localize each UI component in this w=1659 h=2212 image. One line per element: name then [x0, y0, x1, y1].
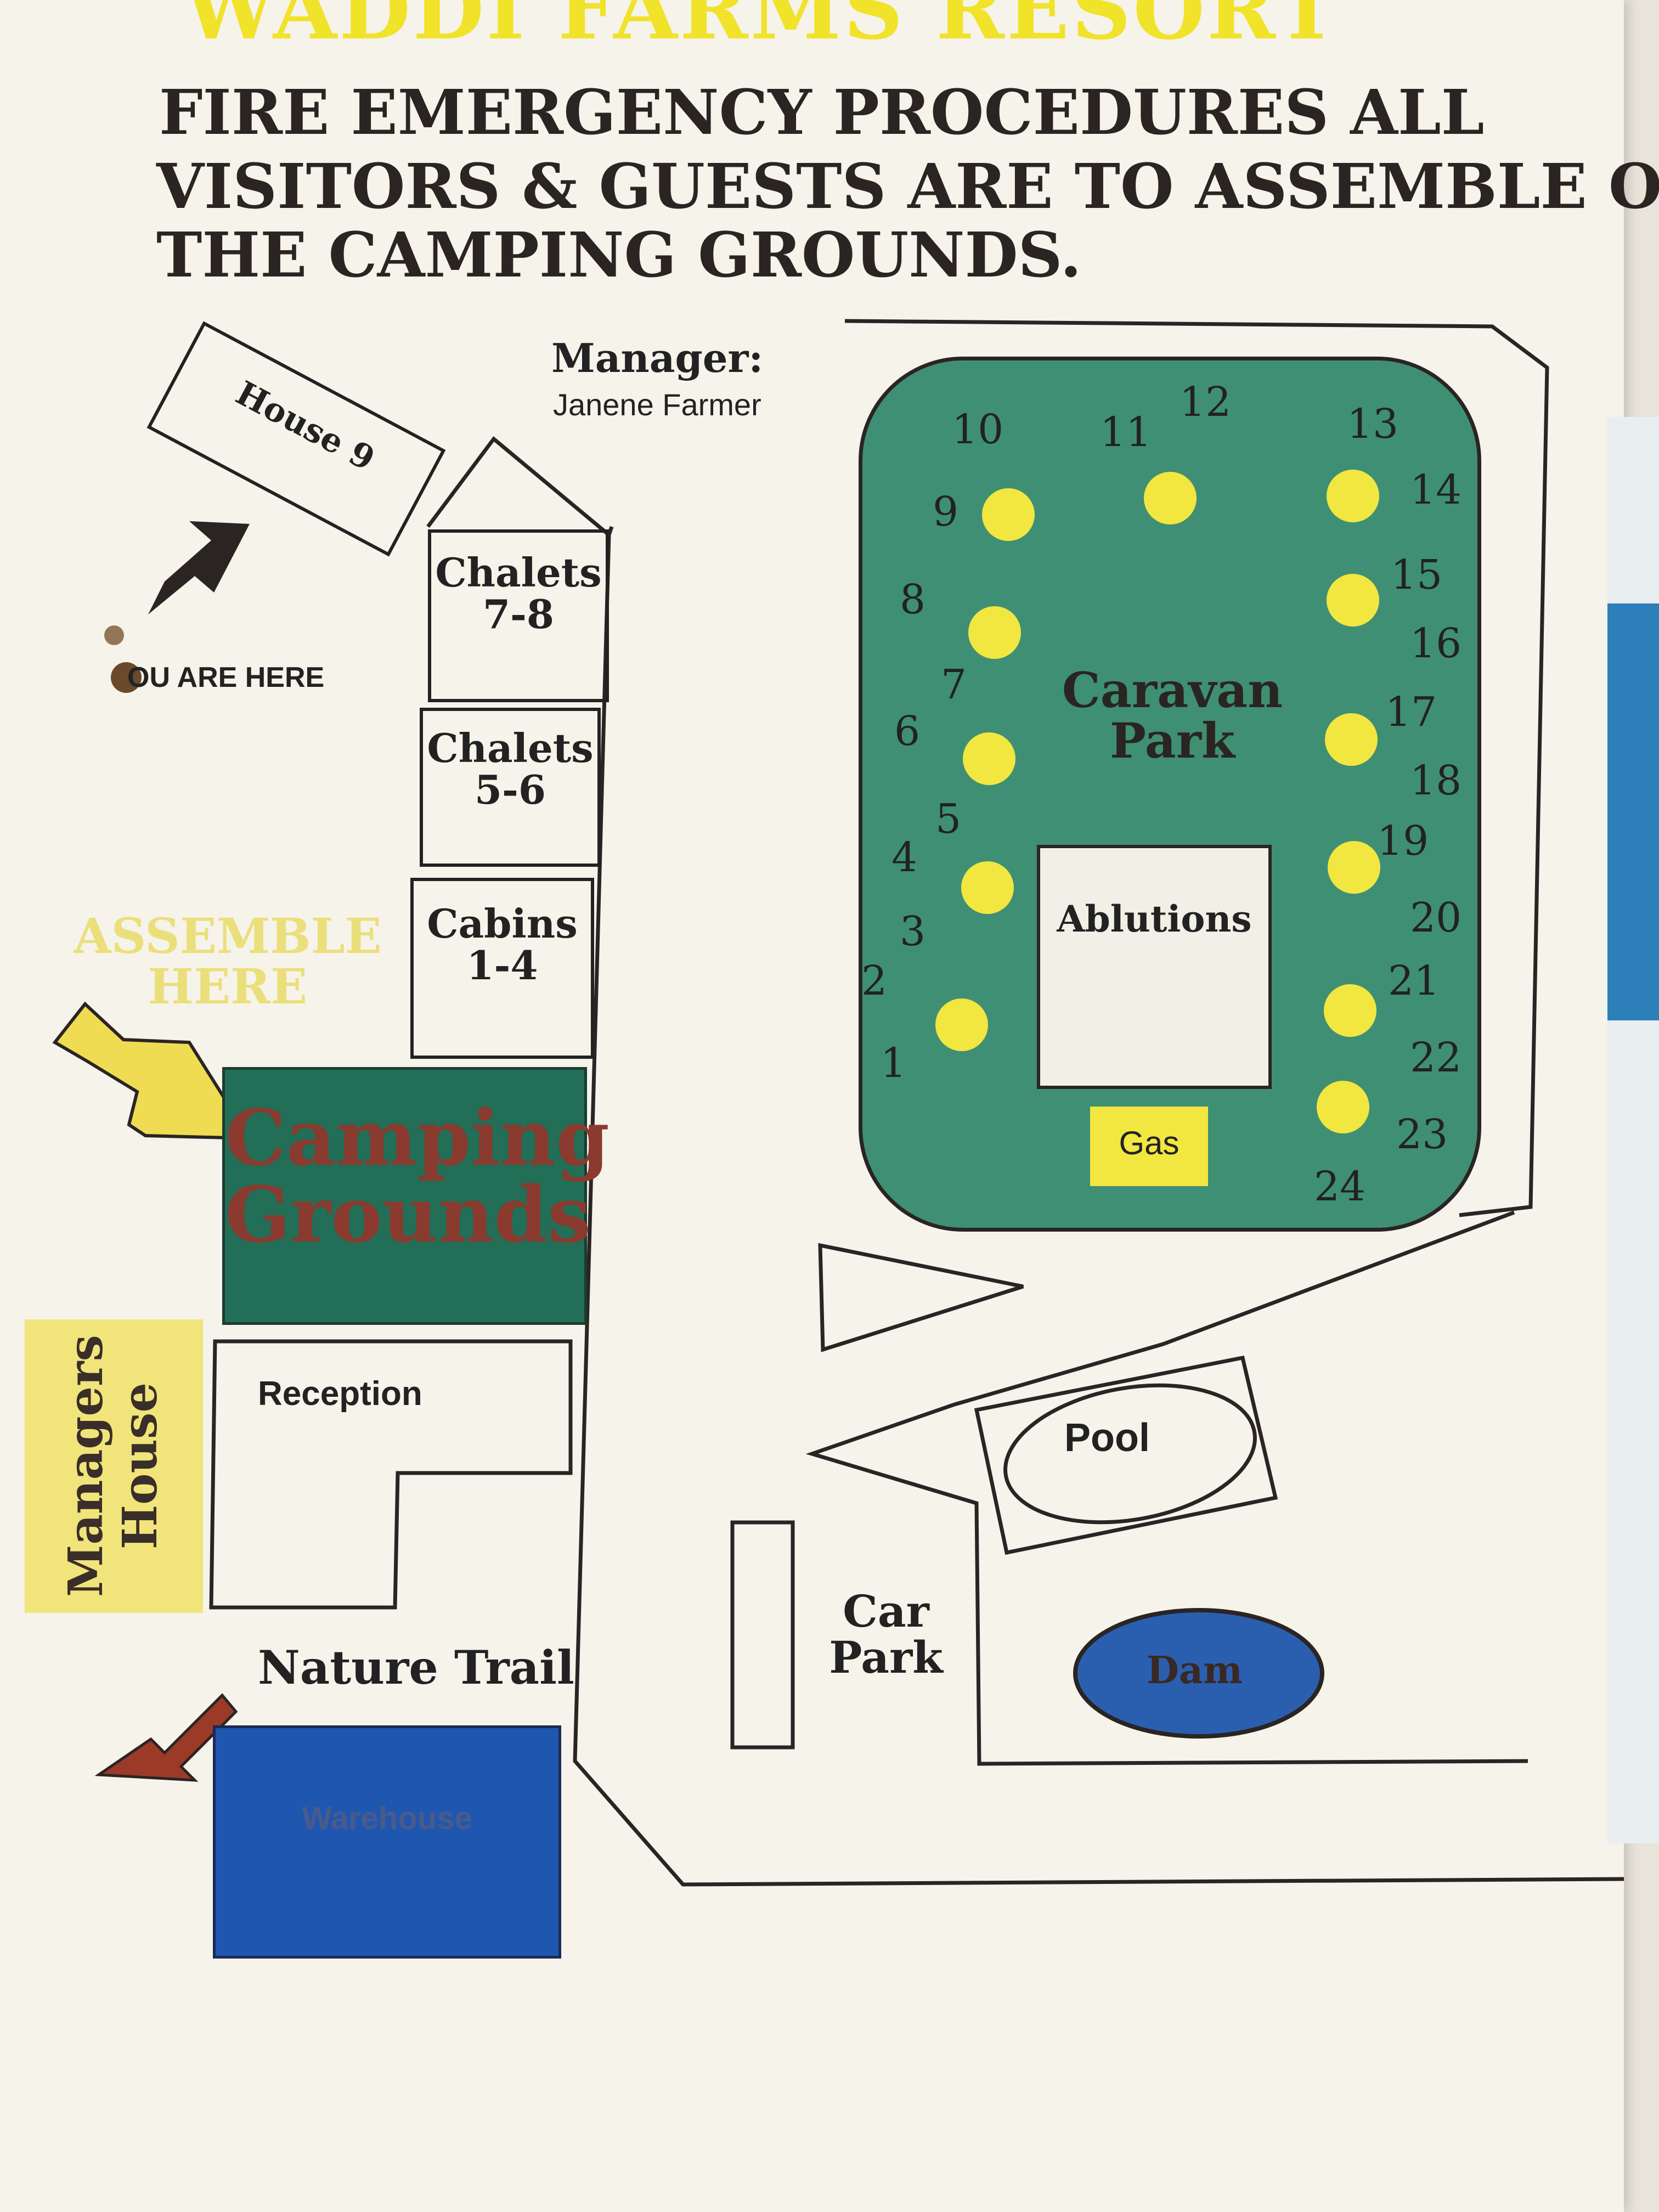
bay-number: 3: [900, 908, 926, 955]
manager-label: Manager:: [551, 335, 764, 381]
bay-number: 22: [1410, 1034, 1462, 1081]
car-park-line-2: Park: [829, 1632, 943, 1683]
caravan-bay: [1327, 470, 1379, 522]
instruction-line-1: FIRE EMERGENCY PROCEDURES ALL: [159, 77, 1485, 149]
bay-number: 8: [900, 576, 926, 623]
managers-house-line-1: Managers: [58, 1335, 114, 1597]
assemble-here-line-1: ASSEMBLE: [74, 907, 382, 964]
caravan-bay: [1144, 472, 1197, 524]
caravan-bay: [1317, 1081, 1369, 1133]
camping-grounds-line-2: Grounds: [225, 1170, 591, 1260]
bay-number: 12: [1180, 379, 1232, 426]
bay-number: 6: [894, 708, 921, 755]
chalets-7-8-line-1: Chalets: [435, 549, 602, 596]
bay-number: 17: [1385, 689, 1437, 736]
instruction-line-3: THE CAMPING GROUNDS.: [156, 219, 1082, 291]
managers-house-line-2: House: [112, 1382, 168, 1550]
bay-number: 14: [1410, 466, 1462, 514]
ablutions-label: Ablutions: [1057, 898, 1252, 940]
cabins-1-4-line-1: Cabins: [427, 900, 578, 947]
caravan-park-label: Caravan Park: [1049, 665, 1296, 766]
bay-number: 18: [1410, 757, 1462, 804]
cabins-1-4-label: Cabins 1-4: [414, 903, 591, 986]
caravan-bay: [968, 606, 1021, 659]
gas-area: Gas: [1090, 1107, 1208, 1186]
bay-number: 9: [933, 488, 959, 535]
bay-number: 10: [952, 406, 1004, 453]
bay-number: 7: [941, 661, 967, 708]
camping-grounds-line-1: Camping: [225, 1093, 610, 1183]
bay-number: 1: [881, 1040, 907, 1087]
chalets-7-8-label: Chalets 7-8: [431, 552, 606, 635]
site-map-outline: [52, 319, 1624, 1887]
managers-house-building: Managers House: [25, 1319, 203, 1613]
car-park-line-1: Car: [843, 1585, 929, 1637]
bay-number: 2: [861, 957, 888, 1005]
chalets-7-8-line-2: 7-8: [482, 590, 555, 637]
caravan-bay: [1324, 984, 1376, 1037]
bay-number: 5: [935, 795, 962, 843]
bay-number: 16: [1410, 620, 1462, 667]
camping-grounds-label: Camping Grounds: [225, 1093, 610, 1260]
resort-title: WADDI FARMS RESORT: [184, 0, 1340, 58]
assemble-here-label: ASSEMBLE HERE: [66, 911, 390, 1012]
bay-number: 15: [1391, 551, 1443, 599]
bay-number: 4: [891, 834, 918, 881]
caravan-park-line-2: Park: [1109, 712, 1235, 770]
cabins-1-4-line-2: 1-4: [466, 941, 538, 989]
caravan-bay: [1327, 574, 1379, 627]
pool-label: Pool: [1064, 1416, 1150, 1460]
bay-number: 19: [1377, 817, 1429, 865]
bay-number: 13: [1347, 400, 1399, 448]
cabins-1-4-building: Cabins 1-4: [410, 878, 594, 1059]
gas-label: Gas: [1119, 1125, 1180, 1161]
warehouse-label: Warehouse: [302, 1801, 472, 1836]
ablutions-building: Ablutions: [1037, 845, 1272, 1089]
bay-number: 23: [1396, 1111, 1448, 1158]
camping-grounds-area: Camping Grounds: [222, 1067, 610, 1325]
instruction-line-2: VISITORS & GUESTS ARE TO ASSEMBLE ON: [156, 151, 1659, 223]
warehouse-building: Warehouse: [213, 1725, 561, 1959]
caravan-bay: [961, 861, 1014, 914]
manager-name: Janene Farmer: [553, 387, 761, 422]
bay-number: 11: [1100, 409, 1152, 456]
you-are-here-label: OU ARE HERE: [127, 662, 325, 693]
reception-label: Reception: [258, 1375, 422, 1413]
caravan-bay: [935, 998, 988, 1051]
chalets-5-6-line-1: Chalets: [427, 725, 594, 771]
background-leaflet-blue: [1607, 603, 1659, 1020]
bay-number: 21: [1388, 957, 1440, 1005]
chalets-7-8-building: Chalets 7-8: [428, 529, 609, 702]
dam-label: Dam: [1147, 1649, 1243, 1692]
bay-number: 20: [1410, 894, 1462, 941]
car-park-label: Car Park: [823, 1588, 949, 1680]
caravan-park-line-1: Caravan: [1062, 662, 1283, 719]
chalets-5-6-label: Chalets 5-6: [423, 727, 597, 810]
chalets-5-6-building: Chalets 5-6: [420, 708, 601, 867]
nature-trail-label: Nature Trail: [258, 1640, 574, 1695]
assemble-here-line-2: HERE: [148, 958, 308, 1015]
caravan-bay: [1328, 841, 1380, 894]
bay-number: 24: [1314, 1163, 1366, 1210]
chalets-5-6-line-2: 5-6: [474, 766, 546, 813]
managers-house-label: Managers House: [58, 1335, 168, 1597]
caravan-bay: [982, 488, 1035, 541]
caravan-bay: [963, 732, 1015, 785]
caravan-bay: [1325, 713, 1378, 766]
